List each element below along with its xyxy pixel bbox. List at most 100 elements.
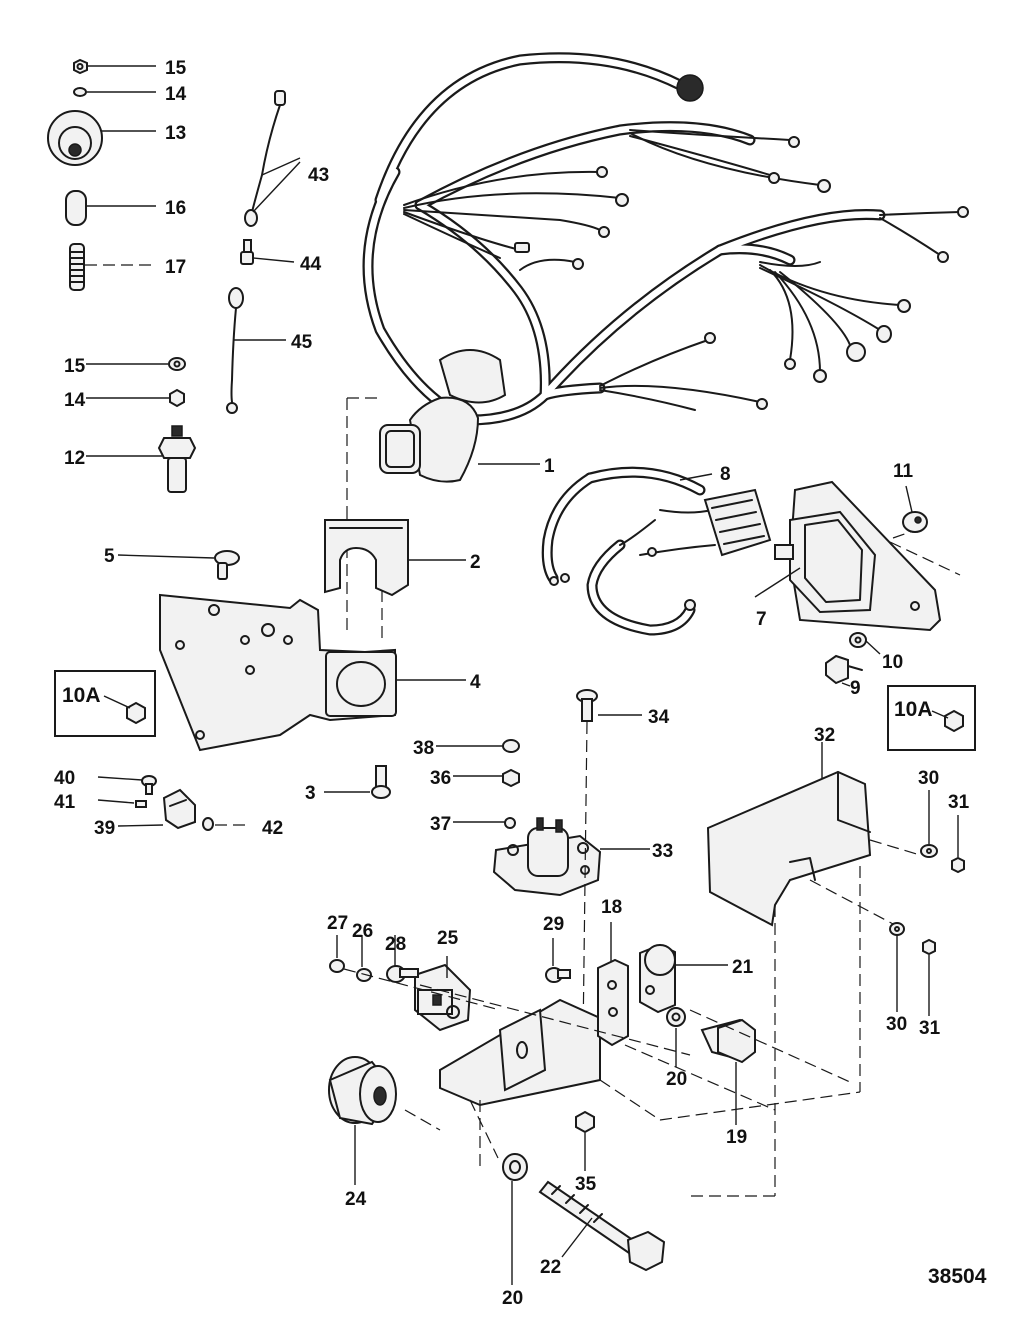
- callout-13: 13: [165, 123, 186, 144]
- callout-20-right: 20: [666, 1069, 687, 1090]
- callout-17: 17: [165, 257, 186, 278]
- bolt-19: [700, 1018, 756, 1064]
- callout-1: 1: [544, 456, 555, 477]
- callout-40: 40: [54, 768, 75, 789]
- screw-29: [545, 967, 571, 983]
- callout-30-lower: 30: [886, 1014, 907, 1035]
- callout-19: 19: [726, 1127, 747, 1148]
- bolt-22: [538, 1180, 666, 1272]
- callout-41: 41: [54, 792, 76, 813]
- stud-17: [69, 243, 85, 291]
- callout-44: 44: [300, 254, 322, 275]
- solenoid-stack: [436, 689, 650, 1041]
- clip-21: [639, 943, 676, 1014]
- washer-20-lower: [502, 1153, 528, 1181]
- callout-15-upper: 15: [165, 58, 187, 79]
- screw-34: [576, 689, 598, 722]
- screw-3: [371, 765, 391, 799]
- connector-harness-8: [541, 466, 772, 636]
- callout-22: 22: [540, 1257, 561, 1278]
- callout-38: 38: [413, 738, 434, 759]
- callout-2: 2: [470, 552, 481, 573]
- harness-terminals: [514, 74, 969, 410]
- callout-36: 36: [430, 768, 451, 789]
- screw-41: [135, 800, 147, 808]
- gasket-4: [325, 651, 397, 717]
- callout-3: 3: [305, 783, 316, 804]
- nut-42: [202, 817, 214, 831]
- harness-plug: [379, 349, 507, 483]
- callout-27: 27: [327, 913, 348, 934]
- spacer-24: [328, 1056, 397, 1126]
- callout-labels: 15 14 13 16 17 43 44 45 15 14 12 1 8 11 …: [54, 58, 987, 1309]
- callout-21: 21: [732, 957, 754, 978]
- nut-35: [575, 1110, 595, 1134]
- callout-18: 18: [601, 897, 622, 918]
- module-7: [754, 480, 961, 632]
- lead-wires-43-45: [226, 90, 301, 414]
- callout-25: 25: [437, 928, 459, 949]
- callout-43: 43: [308, 165, 329, 186]
- temperature-switch-12: [157, 425, 197, 493]
- lead-44: [240, 239, 254, 265]
- callout-14-upper: 14: [165, 84, 187, 105]
- drawing-number: 38504: [928, 1265, 987, 1288]
- nut-14-lower: [169, 388, 185, 408]
- callout-14-lower: 14: [64, 390, 86, 411]
- sleeve-16: [65, 190, 87, 226]
- callout-34: 34: [648, 707, 670, 728]
- callout-7: 7: [756, 609, 767, 630]
- callout-16: 16: [165, 198, 186, 219]
- callout-10: 10: [882, 652, 903, 673]
- callout-33: 33: [652, 841, 673, 862]
- callout-32: 32: [814, 725, 835, 746]
- sender-stack-lower: [86, 357, 197, 493]
- callout-12: 12: [64, 448, 85, 469]
- callout-31-upper: 31: [948, 792, 970, 813]
- screw-9-and-washer-10: [825, 632, 881, 687]
- inset-10a-right: [887, 685, 976, 751]
- assembly-guidelines: [343, 968, 861, 1197]
- callout-45: 45: [291, 332, 313, 353]
- nut-36: [502, 768, 520, 788]
- callout-28: 28: [385, 934, 406, 955]
- fasteners-30-31: [889, 790, 965, 1016]
- clamp-39: [162, 788, 196, 830]
- callout-5: 5: [104, 546, 115, 567]
- sender-13: [47, 110, 103, 166]
- washer-14-upper: [73, 87, 87, 97]
- screw-5: [214, 550, 240, 580]
- bracket-18: [439, 958, 629, 1107]
- sender-stack-upper: [47, 58, 156, 291]
- washer-37: [504, 817, 516, 829]
- inset-right-label: 10A: [894, 698, 933, 721]
- callout-24: 24: [345, 1189, 367, 1210]
- lead-43: [244, 90, 286, 227]
- washer-30-upper: [920, 844, 938, 858]
- spacer-11: [902, 485, 928, 533]
- nut-38: [502, 739, 520, 753]
- callout-8: 8: [720, 464, 731, 485]
- callout-35: 35: [575, 1174, 597, 1195]
- cover-2: [324, 519, 409, 597]
- screw-40: [141, 775, 157, 795]
- callout-4: 4: [470, 672, 481, 693]
- lead-45: [226, 287, 244, 414]
- cover-32: [706, 742, 921, 1196]
- callout-30-upper: 30: [918, 768, 939, 789]
- harness-bracket-assembly: [117, 397, 466, 799]
- nut-31-lower: [922, 938, 936, 956]
- callout-31-lower: 31: [919, 1018, 941, 1039]
- washer-20-right: [666, 1007, 686, 1027]
- callout-37: 37: [430, 814, 451, 835]
- callout-26: 26: [352, 921, 373, 942]
- lower-bracket-assembly: [328, 922, 861, 1285]
- harness-branch-wires: [403, 129, 961, 411]
- washer-30-lower: [889, 922, 905, 936]
- nut-15-lower: [168, 357, 186, 371]
- callout-9: 9: [850, 678, 861, 699]
- callout-39: 39: [94, 818, 115, 839]
- solenoid-33: [492, 817, 602, 897]
- relay-25: [414, 963, 472, 1032]
